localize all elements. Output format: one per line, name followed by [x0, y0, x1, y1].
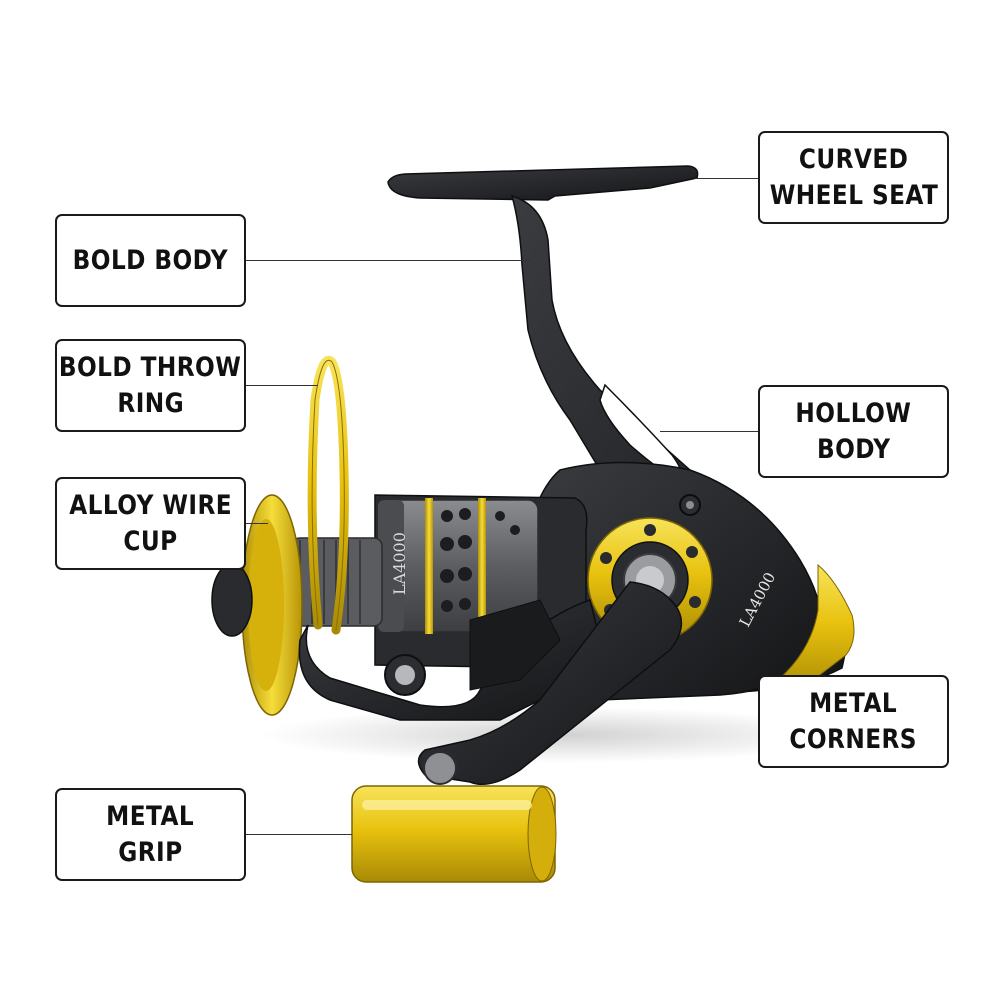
callout-hollow-body-line2: BODY [816, 433, 891, 465]
leader-line-bold-body [246, 260, 531, 261]
callout-hollow-body: HOLLOW BODY [758, 385, 949, 478]
callout-alloy-wire-cup-line2: CUP [123, 525, 178, 557]
drag-knob [211, 563, 253, 637]
callout-metal-grip-line1: METAL [106, 800, 195, 832]
leader-line-curved-wheel-seat [695, 178, 758, 179]
callout-alloy-wire-cup-line1: ALLOY WIRE [69, 489, 232, 521]
callout-metal-corners-line1: METAL [809, 687, 898, 719]
callout-curved-wheel-seat-line1: CURVED [798, 143, 909, 175]
callout-bold-body-text: BOLD BODY [72, 244, 229, 276]
leader-line-metal-grip [246, 834, 352, 835]
leader-line-bold-throw-ring [246, 385, 318, 386]
callout-metal-corners: METAL CORNERS [758, 675, 949, 768]
callout-bold-throw-ring: BOLD THROW RING [55, 339, 246, 432]
callout-curved-wheel-seat: CURVED WHEEL SEAT [758, 131, 949, 224]
spool-model-marking: LA4000 [390, 532, 409, 595]
leader-line-alloy-wire-cup [246, 523, 268, 524]
callout-alloy-wire-cup: ALLOY WIRE CUP [55, 477, 246, 570]
callout-hollow-body-line1: HOLLOW [795, 397, 912, 429]
spool-holes [440, 508, 520, 612]
callout-bold-throw-ring-line1: BOLD THROW [59, 351, 242, 383]
wheel-seat-foot [387, 165, 699, 201]
callout-bold-body: BOLD BODY [55, 214, 246, 307]
callout-metal-corners-line2: CORNERS [789, 723, 918, 755]
metal-corner-accent [759, 563, 855, 695]
leader-line-hollow-body [660, 431, 758, 432]
callout-metal-grip-line2: GRIP [118, 836, 183, 868]
callout-metal-grip: METAL GRIP [55, 788, 246, 881]
handle-arm [417, 581, 683, 785]
callout-curved-wheel-seat-line2: WHEEL SEAT [769, 179, 938, 211]
callout-bold-throw-ring-line2: RING [117, 387, 184, 419]
